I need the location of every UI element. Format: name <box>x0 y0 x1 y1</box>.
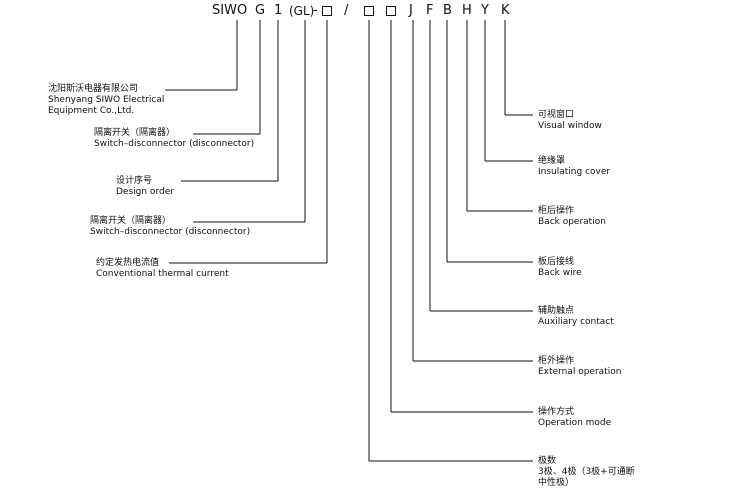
label-zh: 绝缘罩 <box>538 156 566 166</box>
code-letter-j: J <box>409 3 413 18</box>
code-letter-b: B <box>443 3 452 18</box>
label-manufacturer: 沈阳斯沃电器有限公司 Shenyang SIWO Electrical Equi… <box>48 84 164 117</box>
label-visual-window: 可视窗口 Visual window <box>538 110 602 132</box>
label-operation-mode: 操作方式 Operation mode <box>538 407 611 429</box>
label-en: Switch–disconnector (disconnector) <box>90 227 251 237</box>
label-en: 3极、4极（3极+可通断 <box>538 467 635 477</box>
code-slash: / <box>344 3 349 18</box>
code-letter-f: F <box>426 3 434 18</box>
code-series: G <box>255 3 266 18</box>
label-thermal-current: 约定发热电流值 Conventional thermal current <box>96 258 229 280</box>
label-zh: 可视窗口 <box>538 110 575 120</box>
label-en: Conventional thermal current <box>96 269 229 279</box>
code-box-mode <box>386 6 396 16</box>
label-insulating-cover: 绝缘罩 Insulating cover <box>538 156 610 178</box>
code-box-poles <box>364 6 374 16</box>
label-en: 中性极） <box>538 478 575 488</box>
label-switch-disconnector-2: 隔离开关（隔离器） Switch–disconnector (disconnec… <box>90 216 250 238</box>
label-switch-disconnector-1: 隔离开关（隔离器） Switch–disconnector (disconnec… <box>94 128 254 150</box>
code-dash: - <box>313 3 318 18</box>
label-zh: 柜外操作 <box>538 356 575 366</box>
label-en: Auxiliary contact <box>538 317 614 327</box>
label-auxiliary-contact: 辅助触点 Auxiliary contact <box>538 306 614 328</box>
label-zh: 操作方式 <box>538 407 575 417</box>
label-en: Design order <box>116 187 174 197</box>
label-en: Back operation <box>538 217 606 227</box>
label-zh: 板后接线 <box>538 257 575 267</box>
label-en: Equipment Co.,Ltd. <box>48 106 135 116</box>
label-zh: 隔离开关（隔离器） <box>90 216 172 226</box>
label-en: Switch–disconnector (disconnector) <box>94 139 255 149</box>
code-letter-h: H <box>462 3 472 18</box>
label-external-operation: 柜外操作 External operation <box>538 356 621 378</box>
label-en: External operation <box>538 367 622 377</box>
label-en: Insulating cover <box>538 167 611 177</box>
label-zh: 柜后操作 <box>538 206 575 216</box>
label-back-wire: 板后接线 Back wire <box>538 257 582 279</box>
code-gl: (GL) <box>289 4 315 18</box>
label-zh: 沈阳斯沃电器有限公司 <box>48 84 139 94</box>
label-design-order: 设计序号 Design order <box>116 176 174 198</box>
code-design: 1 <box>274 3 283 18</box>
code-letter-k: K <box>501 3 510 18</box>
label-poles: 极数 3极、4极（3极+可通断 中性极） <box>538 456 635 489</box>
label-zh: 设计序号 <box>116 176 153 186</box>
code-box-current <box>322 6 332 16</box>
label-en: Back wire <box>538 268 582 278</box>
label-zh: 隔离开关（隔离器） <box>94 128 176 138</box>
label-zh: 极数 <box>538 456 557 466</box>
label-zh: 辅助触点 <box>538 306 575 316</box>
label-zh: 约定发热电流值 <box>96 258 160 268</box>
label-en: Shenyang SIWO Electrical <box>48 95 165 105</box>
label-back-operation: 柜后操作 Back operation <box>538 206 606 228</box>
code-brand: SIWO <box>212 3 248 18</box>
label-en: Operation mode <box>538 418 612 428</box>
code-letter-y: Y <box>481 3 489 18</box>
label-en: Visual window <box>538 121 602 131</box>
